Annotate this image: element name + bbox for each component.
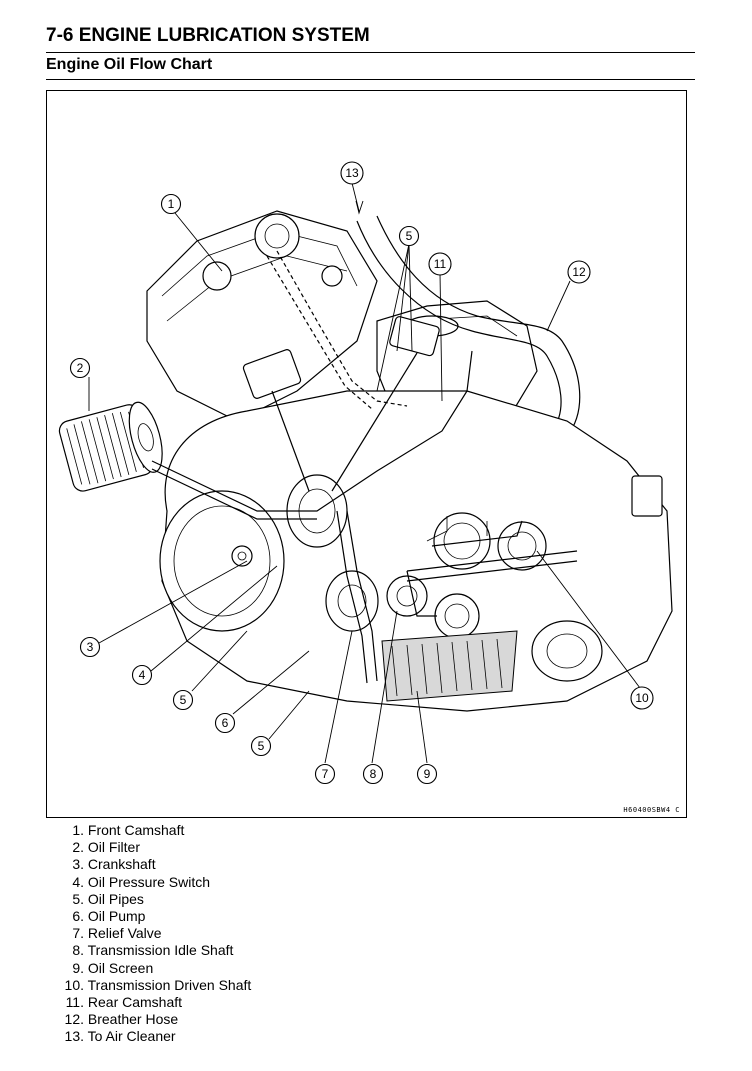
engine-oil-flow-figure: 1 2 3 4 5 6 5 7 8 9 10 1 [46,90,687,818]
legend-item: 13. To Air Cleaner [64,1028,176,1045]
title-rule [46,52,695,53]
svg-text:7: 7 [322,767,329,781]
callout-4: 4 [131,664,153,686]
page-subtitle: Engine Oil Flow Chart [46,56,213,73]
subtitle-rule [46,79,695,80]
svg-text:5: 5 [258,739,265,753]
engine-illustration: 1 2 3 4 5 6 5 7 8 9 10 1 [58,161,673,785]
callout-9: 9 [416,763,438,785]
svg-text:4: 4 [139,668,146,682]
callout-12: 12 [567,260,591,284]
svg-text:1: 1 [168,197,175,211]
legend-item: 3. Crankshaft [72,856,156,873]
section-title: 7-6 ENGINE LUBRICATION SYSTEM [46,25,370,46]
legend-item: 5. Oil Pipes [72,890,144,907]
legend-item: 10. Transmission Driven Shaft [64,976,252,993]
legend-item: 11. Rear Camshaft [65,994,183,1011]
svg-text:12: 12 [572,265,586,279]
callout-13: 13 [340,161,364,185]
svg-text:3: 3 [87,640,94,654]
callout-6: 6 [214,712,236,734]
svg-text:8: 8 [370,767,377,781]
legend-item: 6. Oil Pump [72,908,146,925]
engine-drawing [58,210,673,712]
figure-code: H60400SBW4 C [623,806,680,814]
svg-text:5: 5 [180,693,187,707]
svg-text:2: 2 [77,361,84,375]
svg-text:5: 5 [406,229,413,243]
svg-text:10: 10 [635,691,649,705]
callout-10: 10 [630,686,654,710]
callout-7: 7 [314,763,336,785]
callout-5-upper: 5 [398,225,420,247]
svg-text:9: 9 [424,767,431,781]
callout-5-upper-left: 5 [172,689,194,711]
callout-5-lower: 5 [250,735,272,757]
legend-item: 2. Oil Filter [72,839,141,856]
callout-leaders [88,182,641,764]
svg-text:11: 11 [434,257,447,271]
legend-item: 12. Breather Hose [64,1011,179,1028]
svg-text:6: 6 [222,716,229,730]
callout-1: 1 [160,193,182,215]
legend-item: 8. Transmission Idle Shaft [72,942,234,959]
legend-item: 7. Relief Valve [72,925,162,942]
legend-item: 4. Oil Pressure Switch [72,873,211,890]
callout-8: 8 [362,763,384,785]
callout-11: 11 [428,252,452,276]
legend-item: 1. Front Camshaft [72,822,185,838]
callout-3: 3 [79,636,101,658]
legend-item: 9. Oil Screen [72,959,154,976]
svg-text:13: 13 [345,166,359,180]
callout-2: 2 [69,357,91,379]
parts-legend: 1. Front Camshaft 2. Oil Filter 3. Crank… [46,822,252,1046]
